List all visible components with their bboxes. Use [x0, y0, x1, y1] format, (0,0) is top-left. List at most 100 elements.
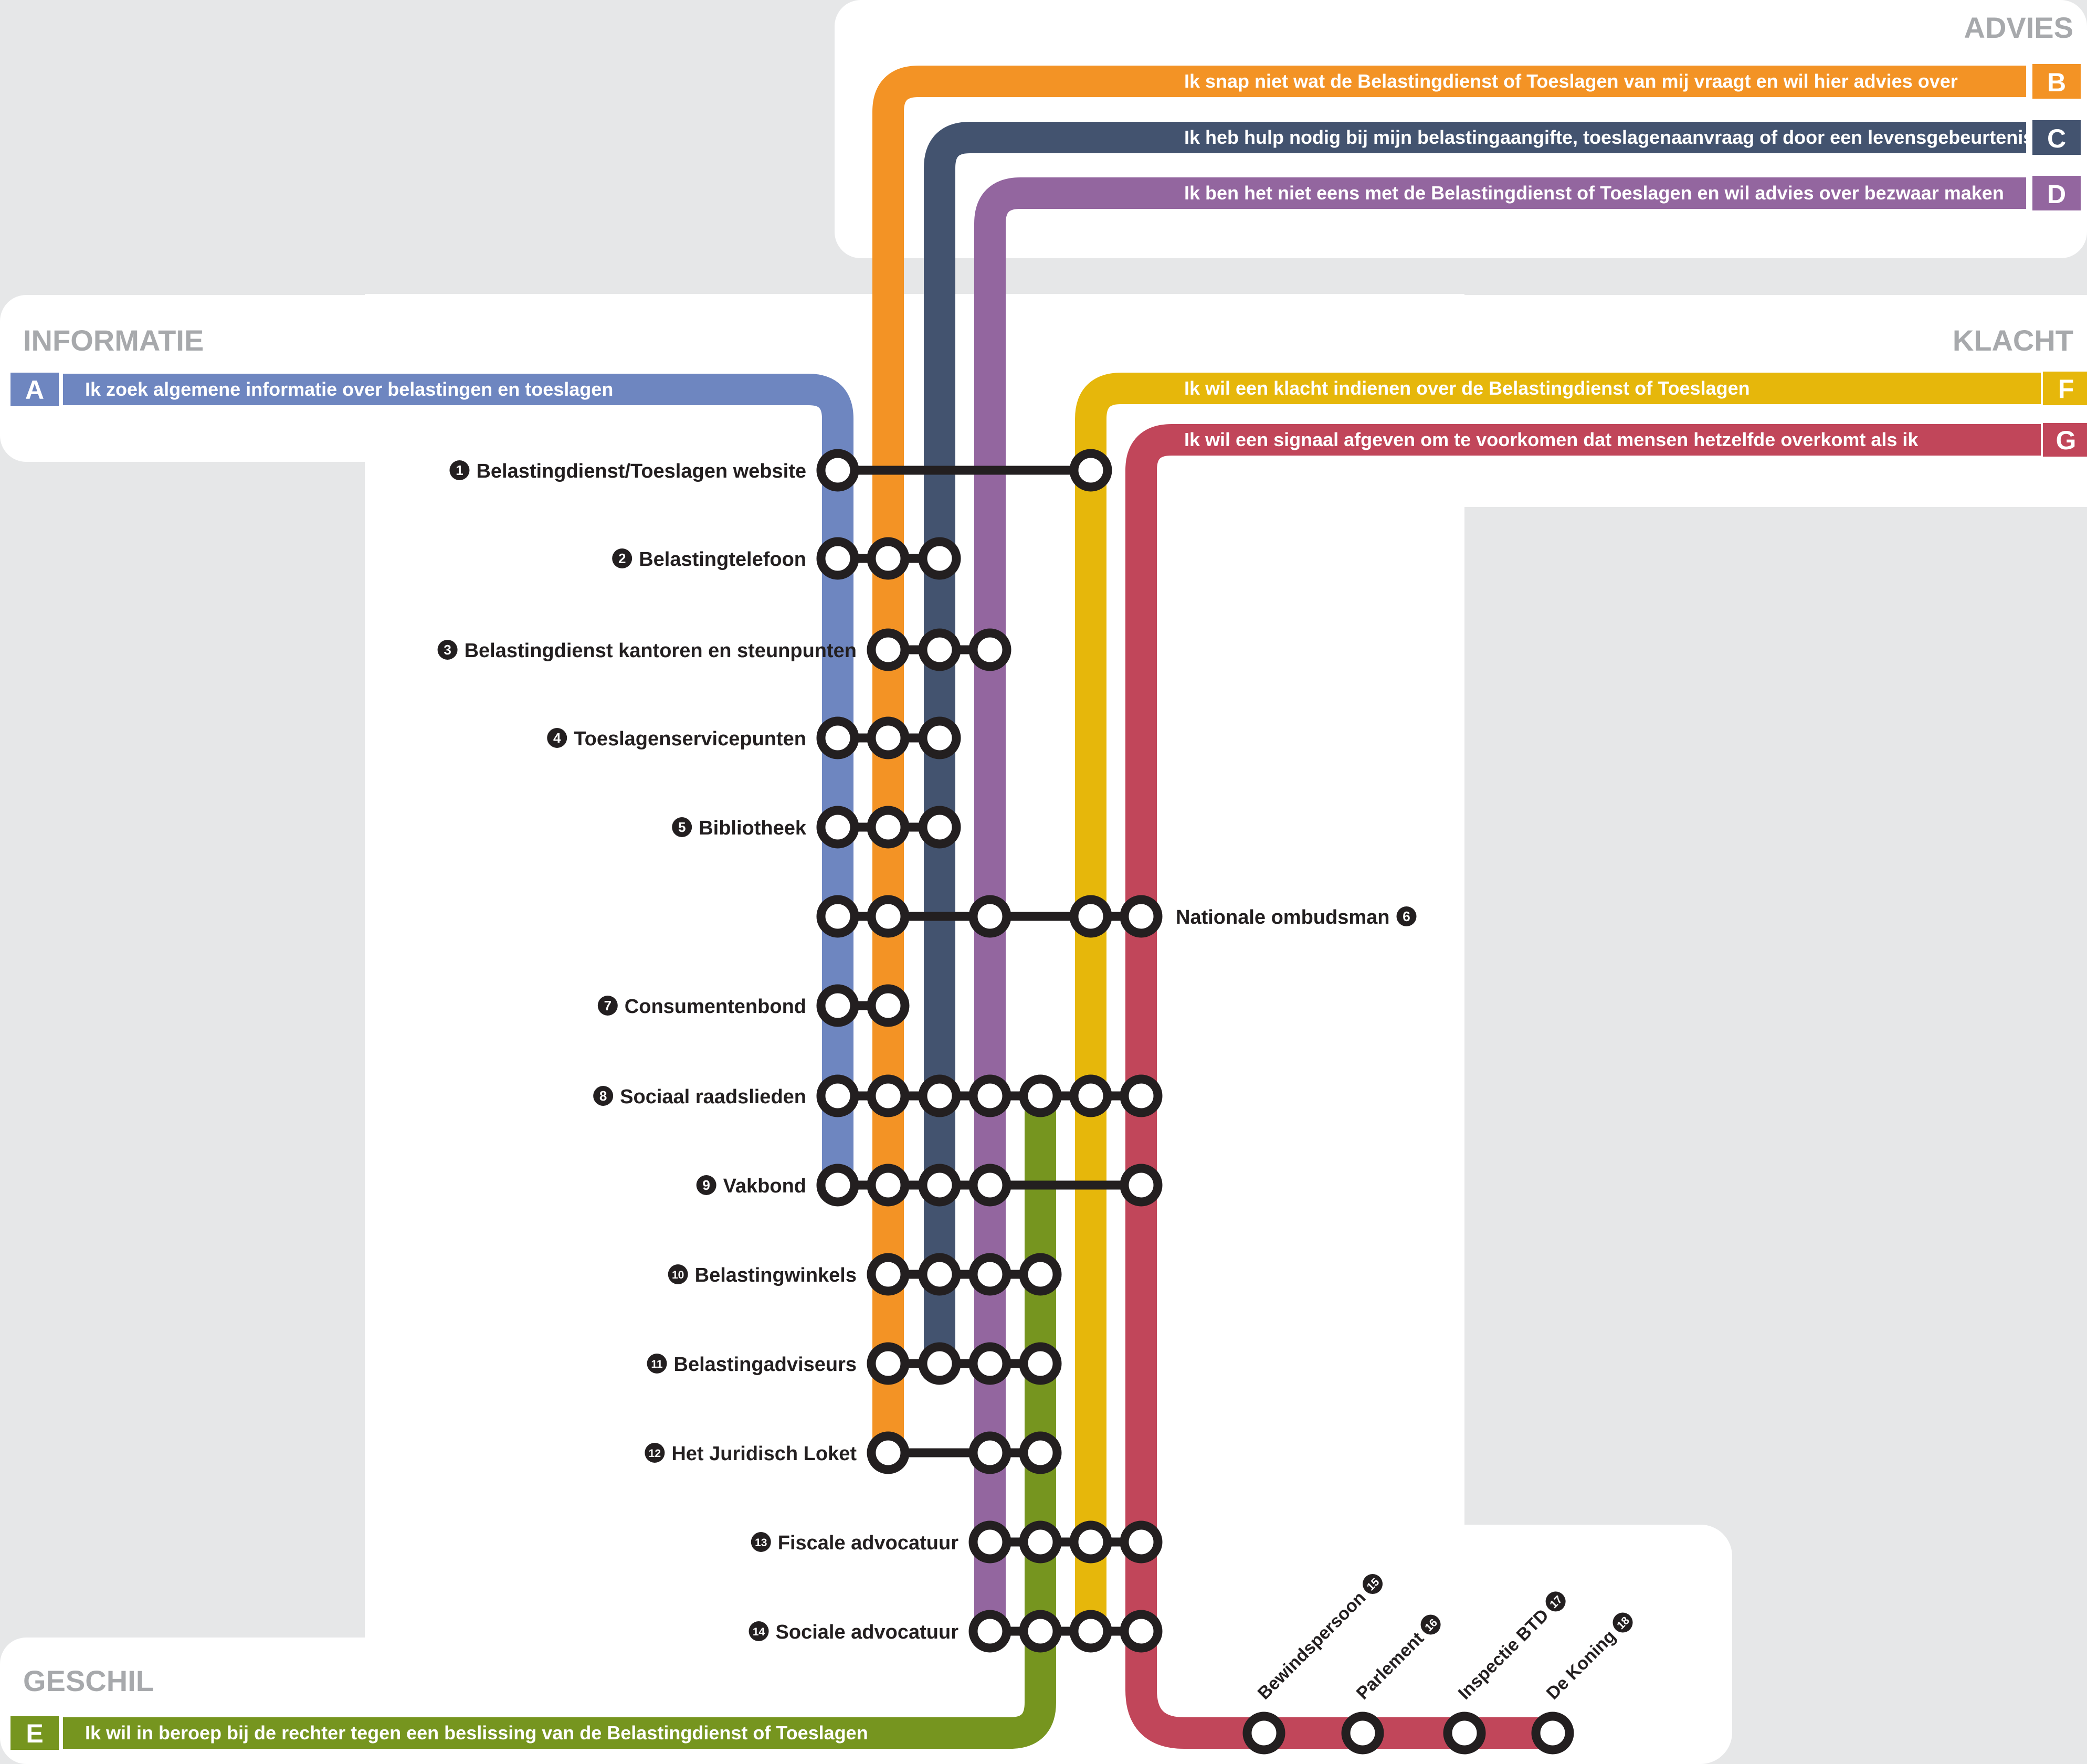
station-node-2-a[interactable] [816, 537, 859, 580]
station-number-badge [593, 1086, 614, 1106]
station-number-badge [1396, 906, 1417, 926]
station-label-2[interactable]: Belastingtelefoon [639, 548, 806, 571]
station-node-6-g[interactable] [1120, 895, 1163, 938]
station-node-13-e[interactable] [1019, 1520, 1062, 1564]
route-letter-box-a[interactable] [10, 373, 59, 406]
station-node-8-f[interactable] [1069, 1074, 1112, 1117]
station-node-9-a[interactable] [816, 1164, 859, 1207]
station-node-7-b[interactable] [867, 984, 910, 1027]
station-node-9-g[interactable] [1120, 1164, 1163, 1207]
station-node-10-b[interactable] [867, 1253, 910, 1296]
station-node-11-b[interactable] [867, 1342, 910, 1385]
station-node-5-a[interactable] [816, 806, 859, 849]
station-node-6-d[interactable] [968, 895, 1011, 938]
station-node-4-a[interactable] [816, 716, 859, 759]
station-node-13-d[interactable] [968, 1520, 1011, 1564]
station-number-badge [696, 1175, 716, 1195]
station-node-16-g[interactable] [1341, 1712, 1384, 1755]
station-node-8-a[interactable] [816, 1074, 859, 1117]
station-label-3[interactable]: Belastingdienst kantoren en steunpunten [465, 640, 857, 662]
station-label-7[interactable]: Consumentenbond [625, 996, 806, 1018]
station-node-12-d[interactable] [968, 1431, 1011, 1474]
station-node-3-b[interactable] [867, 628, 910, 671]
station-node-10-c[interactable] [918, 1253, 961, 1296]
station-label-11[interactable]: Belastingadviseurs [674, 1354, 857, 1376]
station-node-6-f[interactable] [1069, 895, 1112, 938]
station-label-6[interactable]: Nationale ombudsman [1176, 906, 1390, 928]
route-letter-box-e[interactable] [10, 1716, 59, 1750]
route-banners: A Ik zoek algemene informatie over belas… [10, 64, 2087, 1750]
station-node-18-g[interactable] [1531, 1712, 1574, 1755]
station-node-10-d[interactable] [968, 1253, 1011, 1296]
station-node-8-d[interactable] [968, 1074, 1011, 1117]
route-letter-c: C [2047, 124, 2066, 153]
station-number-badge [1545, 1591, 1566, 1612]
route-text-g[interactable]: Ik wil een signaal afgeven om te voorkom… [1184, 429, 1919, 450]
station-node-9-d[interactable] [968, 1164, 1011, 1207]
station-node-11-c[interactable] [918, 1342, 961, 1385]
station-node-4-b[interactable] [867, 716, 910, 759]
station-node-6-b[interactable] [867, 895, 910, 938]
section-title-klacht: KLACHT [1953, 324, 2073, 357]
station-node-14-g[interactable] [1120, 1610, 1163, 1653]
route-text-d[interactable]: Ik ben het niet eens met de Belastingdie… [1184, 182, 2004, 204]
station-node-1-f[interactable] [1069, 449, 1112, 492]
station-node-14-d[interactable] [968, 1610, 1011, 1653]
route-letter-box-b[interactable] [2032, 64, 2081, 99]
station-number-badge [668, 1264, 688, 1284]
station-number-badge [1363, 1574, 1383, 1594]
station-label-4[interactable]: Toeslagenservicepunten [574, 728, 806, 750]
route-text-a[interactable]: Ik zoek algemene informatie over belasti… [85, 378, 613, 400]
station-label-5[interactable]: Bibliotheek [699, 817, 807, 839]
route-text-e[interactable]: Ik wil in beroep bij de rechter tegen ee… [85, 1722, 868, 1744]
route-letter-box-d[interactable] [2032, 176, 2081, 210]
station-node-10-e[interactable] [1019, 1253, 1062, 1296]
route-letter-e: E [26, 1719, 43, 1748]
station-node-7-a[interactable] [816, 984, 859, 1027]
station-node-12-e[interactable] [1019, 1431, 1062, 1474]
station-node-8-e[interactable] [1019, 1074, 1062, 1117]
station-node-9-c[interactable] [918, 1164, 961, 1207]
station-label-14[interactable]: Sociale advocatuur [776, 1621, 959, 1643]
route-letter-box-f[interactable] [2043, 372, 2087, 405]
station-node-11-e[interactable] [1019, 1342, 1062, 1385]
station-label-13[interactable]: Fiscale advocatuur [778, 1532, 958, 1554]
route-letter-g: G [2056, 426, 2077, 455]
station-node-5-c[interactable] [918, 806, 961, 849]
route-text-f[interactable]: Ik wil een klacht indienen over de Belas… [1184, 377, 1750, 399]
station-number: 9 [702, 1177, 710, 1193]
station-node-11-d[interactable] [968, 1342, 1011, 1385]
route-text-b[interactable]: Ik snap niet wat de Belastingdienst of T… [1184, 70, 1958, 92]
route-line-a [63, 374, 853, 1170]
station-label-1[interactable]: Belastingdienst/Toeslagen website [476, 460, 806, 482]
station-node-2-b[interactable] [867, 537, 910, 580]
station-node-6-a[interactable] [816, 895, 859, 938]
station-node-8-g[interactable] [1120, 1074, 1163, 1117]
station-nodes [816, 449, 1574, 1755]
station-node-5-b[interactable] [867, 806, 910, 849]
station-node-13-f[interactable] [1069, 1520, 1112, 1564]
route-lines [63, 66, 2041, 1749]
station-node-15-g[interactable] [1242, 1712, 1285, 1755]
route-text-c[interactable]: Ik heb hulp nodig bij mijn belastingaang… [1184, 126, 2033, 148]
station-node-14-f[interactable] [1069, 1610, 1112, 1653]
station-node-13-g[interactable] [1120, 1520, 1163, 1564]
station-label-9[interactable]: Vakbond [723, 1175, 806, 1197]
station-node-8-c[interactable] [918, 1074, 961, 1117]
station-node-4-c[interactable] [918, 716, 961, 759]
station-node-9-b[interactable] [867, 1164, 910, 1207]
station-label-8[interactable]: Sociaal raadslieden [620, 1086, 806, 1108]
route-letter-box-g[interactable] [2043, 423, 2087, 457]
station-node-17-g[interactable] [1443, 1712, 1486, 1755]
station-node-12-b[interactable] [867, 1431, 910, 1474]
station-node-3-c[interactable] [918, 628, 961, 671]
station-label-10[interactable]: Belastingwinkels [695, 1264, 857, 1286]
station-node-8-b[interactable] [867, 1074, 910, 1117]
route-line-b [872, 66, 2026, 1453]
station-node-14-e[interactable] [1019, 1610, 1062, 1653]
station-node-2-c[interactable] [918, 537, 961, 580]
station-label-12[interactable]: Het Juridisch Loket [671, 1443, 857, 1465]
station-node-3-d[interactable] [968, 628, 1011, 671]
station-node-1-a[interactable] [816, 449, 859, 492]
route-letter-box-c[interactable] [2032, 120, 2081, 155]
